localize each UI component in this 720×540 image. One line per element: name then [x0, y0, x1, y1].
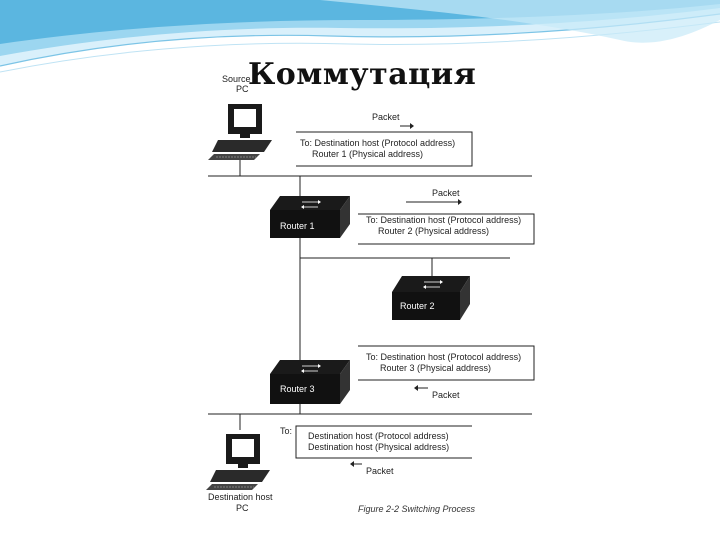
router-label: Router 2 [400, 301, 435, 311]
svg-text:Destination host (Physical add: Destination host (Physical address) [308, 442, 449, 452]
router-label: Router 1 [280, 221, 315, 231]
router-icon [270, 360, 350, 404]
svg-text:PC: PC [236, 503, 249, 513]
router-label: Router 3 [280, 384, 315, 394]
computer-icon [206, 434, 270, 490]
svg-text:Destination host (Protocol add: Destination host (Protocol address) [308, 431, 449, 441]
page-title: Коммутация [248, 57, 477, 92]
switching-process-figure: Source PC Packet To: Destination host (P… [200, 70, 542, 532]
svg-text:To: Destination host (Protocol: To: Destination host (Protocol address) [300, 138, 455, 148]
banner-decoration [0, 0, 720, 73]
packet-header-box: Destination host (Protocol address) Dest… [295, 425, 472, 459]
figure-caption: Figure 2-2 Switching Process [358, 504, 476, 514]
packet-label: Packet [432, 188, 460, 198]
packet-label: Packet [366, 466, 394, 476]
svg-text:Router 1 (Physical address): Router 1 (Physical address) [312, 149, 423, 159]
packet-header-box: To: Destination host (Protocol address) … [358, 213, 535, 245]
source-label: Source [222, 74, 251, 84]
to-fragment: To: [280, 426, 292, 436]
computer-icon [208, 104, 272, 160]
packet-header-box: To: Destination host (Protocol address) … [358, 345, 535, 381]
router-icon [270, 196, 350, 238]
router-icon [392, 276, 470, 320]
packet-header-box: To: Destination host (Protocol address) … [296, 131, 473, 167]
svg-text:To: Destination host (Protocol: To: Destination host (Protocol address) [366, 215, 521, 225]
svg-text:Router 2 (Physical address): Router 2 (Physical address) [378, 226, 489, 236]
destination-label: Destination host [208, 492, 273, 502]
packet-label: Packet [432, 390, 460, 400]
packet-label: Packet [372, 112, 400, 122]
svg-text:To: Destination host (Protocol: To: Destination host (Protocol address) [366, 352, 521, 362]
svg-text:Router 3 (Physical address): Router 3 (Physical address) [380, 363, 491, 373]
svg-text:PC: PC [236, 84, 249, 94]
